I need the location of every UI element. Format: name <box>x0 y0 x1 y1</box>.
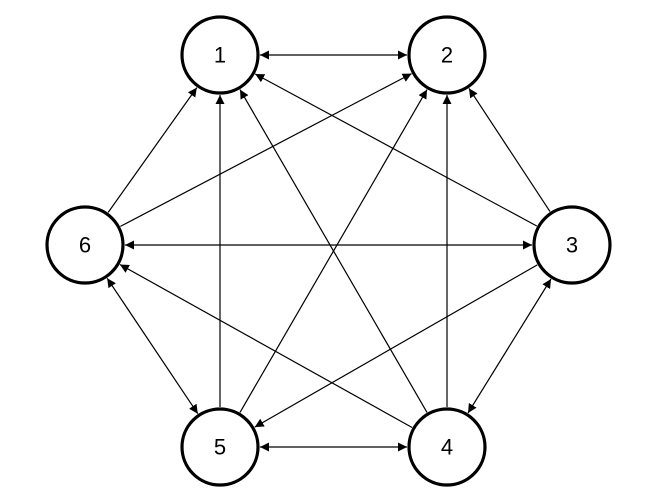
node-label: 5 <box>214 435 226 460</box>
node-circle <box>180 407 260 487</box>
node-6: 6 <box>45 205 125 285</box>
node-1: 1 <box>180 15 260 95</box>
node-circle <box>407 407 487 487</box>
node-label: 1 <box>214 43 226 68</box>
edge-3-5-arrow <box>254 264 538 428</box>
edges-layer <box>106 50 552 452</box>
node-label: 2 <box>441 43 453 68</box>
node-label: 3 <box>566 233 578 258</box>
node-3: 3 <box>532 205 612 285</box>
edge-3-4-bidirectional <box>467 278 552 414</box>
edge-4-1-arrow <box>239 89 428 413</box>
node-circle <box>180 15 260 95</box>
node-label: 4 <box>441 435 453 460</box>
edge-6-1-arrow <box>107 87 198 213</box>
node-5: 5 <box>180 407 260 487</box>
nodes-layer: 1 2 3 4 5 6 <box>45 15 612 487</box>
node-label: 6 <box>79 233 91 258</box>
node-circle <box>532 205 612 285</box>
edge-4-6-arrow <box>119 263 413 429</box>
node-2: 2 <box>407 15 487 95</box>
edge-6-2-arrow <box>120 73 412 227</box>
edge-3-1-arrow <box>254 73 538 227</box>
edge-6-5-bidirectional <box>106 277 199 415</box>
node-circle <box>407 15 487 95</box>
node-circle <box>45 205 125 285</box>
edge-3-2-arrow <box>468 88 551 212</box>
node-4: 4 <box>407 407 487 487</box>
